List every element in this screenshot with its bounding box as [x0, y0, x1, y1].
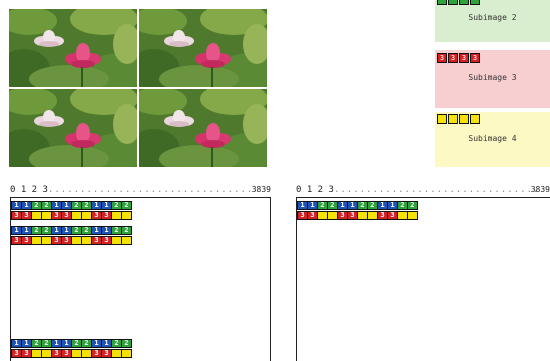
memory-cell-4: 4 — [121, 349, 132, 358]
memory-cell-4: 4 — [407, 211, 418, 220]
left-memory-frame — [10, 197, 271, 361]
lotus-image-grid — [9, 9, 267, 167]
yellow-swatch — [459, 114, 469, 124]
lotus-subimage-3 — [9, 89, 137, 167]
memory-cell-4: 4 — [121, 236, 132, 245]
memory-cell-2: 2 — [121, 226, 132, 235]
right-ruler-dots: ................................ — [334, 185, 539, 195]
right-memory-frame — [296, 197, 550, 361]
green-swatch — [448, 0, 458, 5]
lotus-picture — [139, 89, 267, 167]
left-ruler-start: 0 1 2 3 — [10, 185, 48, 195]
memory-cell-4: 4 — [121, 211, 132, 220]
subimage-4-label: Subimage 4 — [435, 134, 550, 143]
lotus-picture — [9, 89, 137, 167]
red-swatch: 3 — [470, 53, 480, 63]
lotus-subimage-1 — [9, 9, 137, 87]
left-ruler-dots: ................................ — [48, 185, 253, 195]
red-swatch: 3 — [448, 53, 458, 63]
subimage-3-legend: 3 3 3 3 Subimage 3 — [435, 50, 550, 108]
subimage-2-legend: Subimage 2 — [435, 0, 550, 42]
subimage-3-swatches: 3 3 3 3 — [437, 53, 480, 63]
green-swatch — [470, 0, 480, 5]
subimage-4-legend: Subimage 4 — [435, 112, 550, 167]
right-ruler: 0 1 2 3................................ … — [296, 185, 550, 195]
memory-cell-2: 2 — [121, 201, 132, 210]
subimage-4-swatches — [437, 114, 480, 124]
lotus-subimage-2 — [139, 9, 267, 87]
red-swatch: 3 — [437, 53, 447, 63]
lotus-picture — [9, 9, 137, 87]
green-swatch — [437, 0, 447, 5]
subimage-2-label: Subimage 2 — [435, 13, 550, 22]
memory-cell-2: 2 — [121, 339, 132, 348]
green-swatch — [459, 0, 469, 5]
left-ruler-end: 3839 — [252, 185, 271, 194]
red-swatch: 3 — [459, 53, 469, 63]
subimage-2-swatches — [437, 0, 480, 5]
left-ruler: 0 1 2 3................................ … — [10, 185, 271, 195]
lotus-subimage-4 — [139, 89, 267, 167]
subimage-3-label: Subimage 3 — [435, 73, 550, 82]
memory-cell-2: 2 — [407, 201, 418, 210]
lotus-picture — [139, 9, 267, 87]
right-ruler-start: 0 1 2 3 — [296, 185, 334, 195]
right-ruler-end: 3839 — [531, 185, 550, 194]
yellow-swatch — [448, 114, 458, 124]
yellow-swatch — [470, 114, 480, 124]
yellow-swatch — [437, 114, 447, 124]
